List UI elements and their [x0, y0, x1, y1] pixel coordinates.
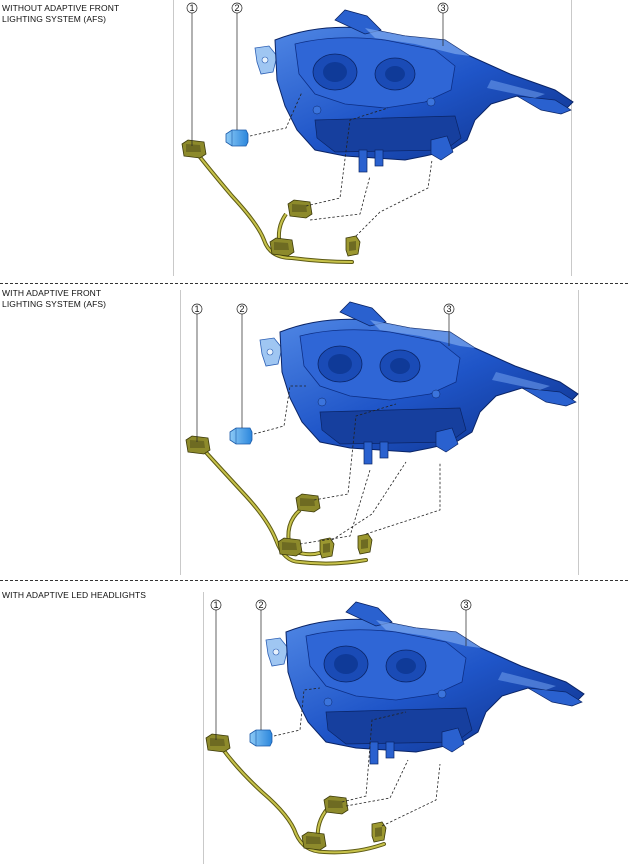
frame-line-right-1: [571, 0, 572, 276]
callout-1-3: 3: [441, 3, 446, 13]
harness-connector-1a: [287, 199, 313, 219]
headlight-housing-1: [254, 9, 574, 173]
bulb-connector-2: [185, 435, 211, 455]
section-divider-1: [0, 283, 628, 284]
callout-2-2: 2: [240, 304, 245, 314]
callouts-2: 1 2 3: [191, 303, 455, 442]
section-label-with-afs: WITH ADAPTIVE FRONT LIGHTING SYSTEM (AFS…: [2, 288, 107, 309]
section-divider-2: [0, 580, 628, 581]
callout-2-1: 1: [195, 304, 200, 314]
callouts-1: 1 2 3: [186, 2, 449, 146]
frame-line-left-2: [180, 290, 181, 575]
bulb-socket-1: [225, 129, 249, 147]
harness-connector-3b: [301, 831, 327, 851]
harness-connector-1c: [345, 235, 361, 257]
callout-1-2: 2: [235, 3, 240, 13]
callout-2-3: 3: [447, 304, 452, 314]
harness-connector-2c: [319, 537, 335, 559]
harness-connector-2d: [357, 533, 373, 555]
headlight-housing-2: [259, 301, 579, 465]
callout-3-2: 2: [259, 600, 264, 610]
diagram-with-afs: 1 2 3: [185, 301, 579, 566]
leader-lines-3: [273, 687, 441, 827]
leader-lines-1: [249, 91, 433, 237]
bulb-connector-3: [205, 733, 231, 753]
harness-connector-3a: [323, 795, 349, 815]
diagram-adaptive-led: 1 2 3: [205, 599, 585, 855]
leader-lines-2: [253, 385, 441, 545]
callout-3-3: 3: [464, 600, 469, 610]
harness-connector-2a: [295, 493, 321, 513]
frame-line-left-1: [173, 0, 174, 276]
headlight-housing-3: [265, 601, 585, 765]
bulb-socket-2: [229, 427, 253, 445]
frame-line-left-3: [203, 592, 204, 864]
section-label-without-afs: WITHOUT ADAPTIVE FRONT LIGHTING SYSTEM (…: [2, 3, 120, 24]
callouts-3: 1 2 3: [210, 599, 472, 740]
harness-connector-2b: [277, 537, 303, 557]
bulb-socket-3: [249, 729, 273, 747]
callout-3-1: 1: [214, 600, 219, 610]
diagram-without-afs: 1 2 3: [181, 2, 574, 264]
frame-line-right-2: [578, 290, 579, 575]
callout-1-1: 1: [190, 3, 195, 13]
section-label-adaptive-led: WITH ADAPTIVE LED HEADLIGHTS: [2, 590, 147, 600]
bulb-connector-1: [181, 139, 207, 159]
harness-connector-1b: [269, 237, 295, 257]
